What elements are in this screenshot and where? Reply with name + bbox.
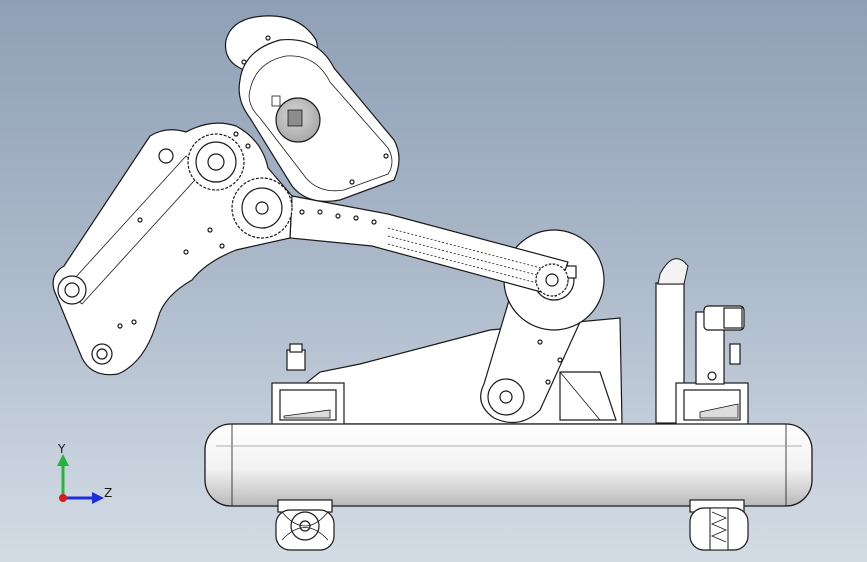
base-cylinder — [204, 423, 813, 507]
head-housing[interactable] — [224, 15, 400, 202]
front-caster-wheel — [275, 499, 335, 551]
wrist-gear — [535, 263, 569, 297]
drive-gear — [187, 133, 245, 191]
rear-post — [655, 282, 685, 424]
upper-arm-plate[interactable] — [52, 122, 377, 376]
bolt-holes — [117, 131, 377, 329]
rear-caster-wheel — [689, 499, 749, 551]
axis-triad-icon — [57, 454, 104, 504]
rear-bracket — [675, 305, 749, 426]
idler-gear — [231, 177, 293, 239]
motor-disc — [271, 95, 321, 143]
front-bracket — [271, 343, 345, 426]
triad-y-label: Y — [58, 442, 66, 456]
triad-z-label: Z — [104, 486, 113, 500]
